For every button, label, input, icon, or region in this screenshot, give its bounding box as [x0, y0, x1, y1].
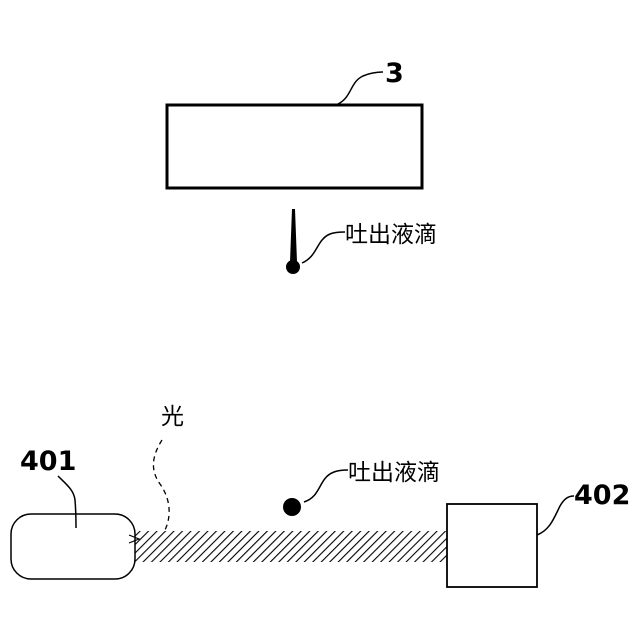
droplet-top — [286, 260, 300, 274]
head-ref-label: 3 — [385, 58, 404, 89]
droplet-bottom — [283, 498, 301, 516]
droplet-tail — [290, 209, 297, 262]
light-label: 光 — [161, 404, 184, 430]
receiver-box — [447, 504, 537, 587]
emitter-ref-label: 401 — [20, 446, 76, 477]
head-box — [167, 105, 422, 188]
receiver-leader-line — [537, 496, 574, 535]
emitter-box — [11, 514, 135, 579]
droplet-label-top: 吐出液滴 — [345, 222, 437, 248]
head-leader-line — [338, 72, 383, 104]
receiver-ref-label: 402 — [574, 480, 630, 511]
droplet-top-leader-line — [302, 232, 345, 263]
light-leader-line — [153, 440, 169, 530]
droplet-bottom-leader-line — [304, 470, 348, 502]
droplet-label-bottom: 吐出液滴 — [348, 460, 440, 486]
light-beam — [133, 531, 448, 562]
